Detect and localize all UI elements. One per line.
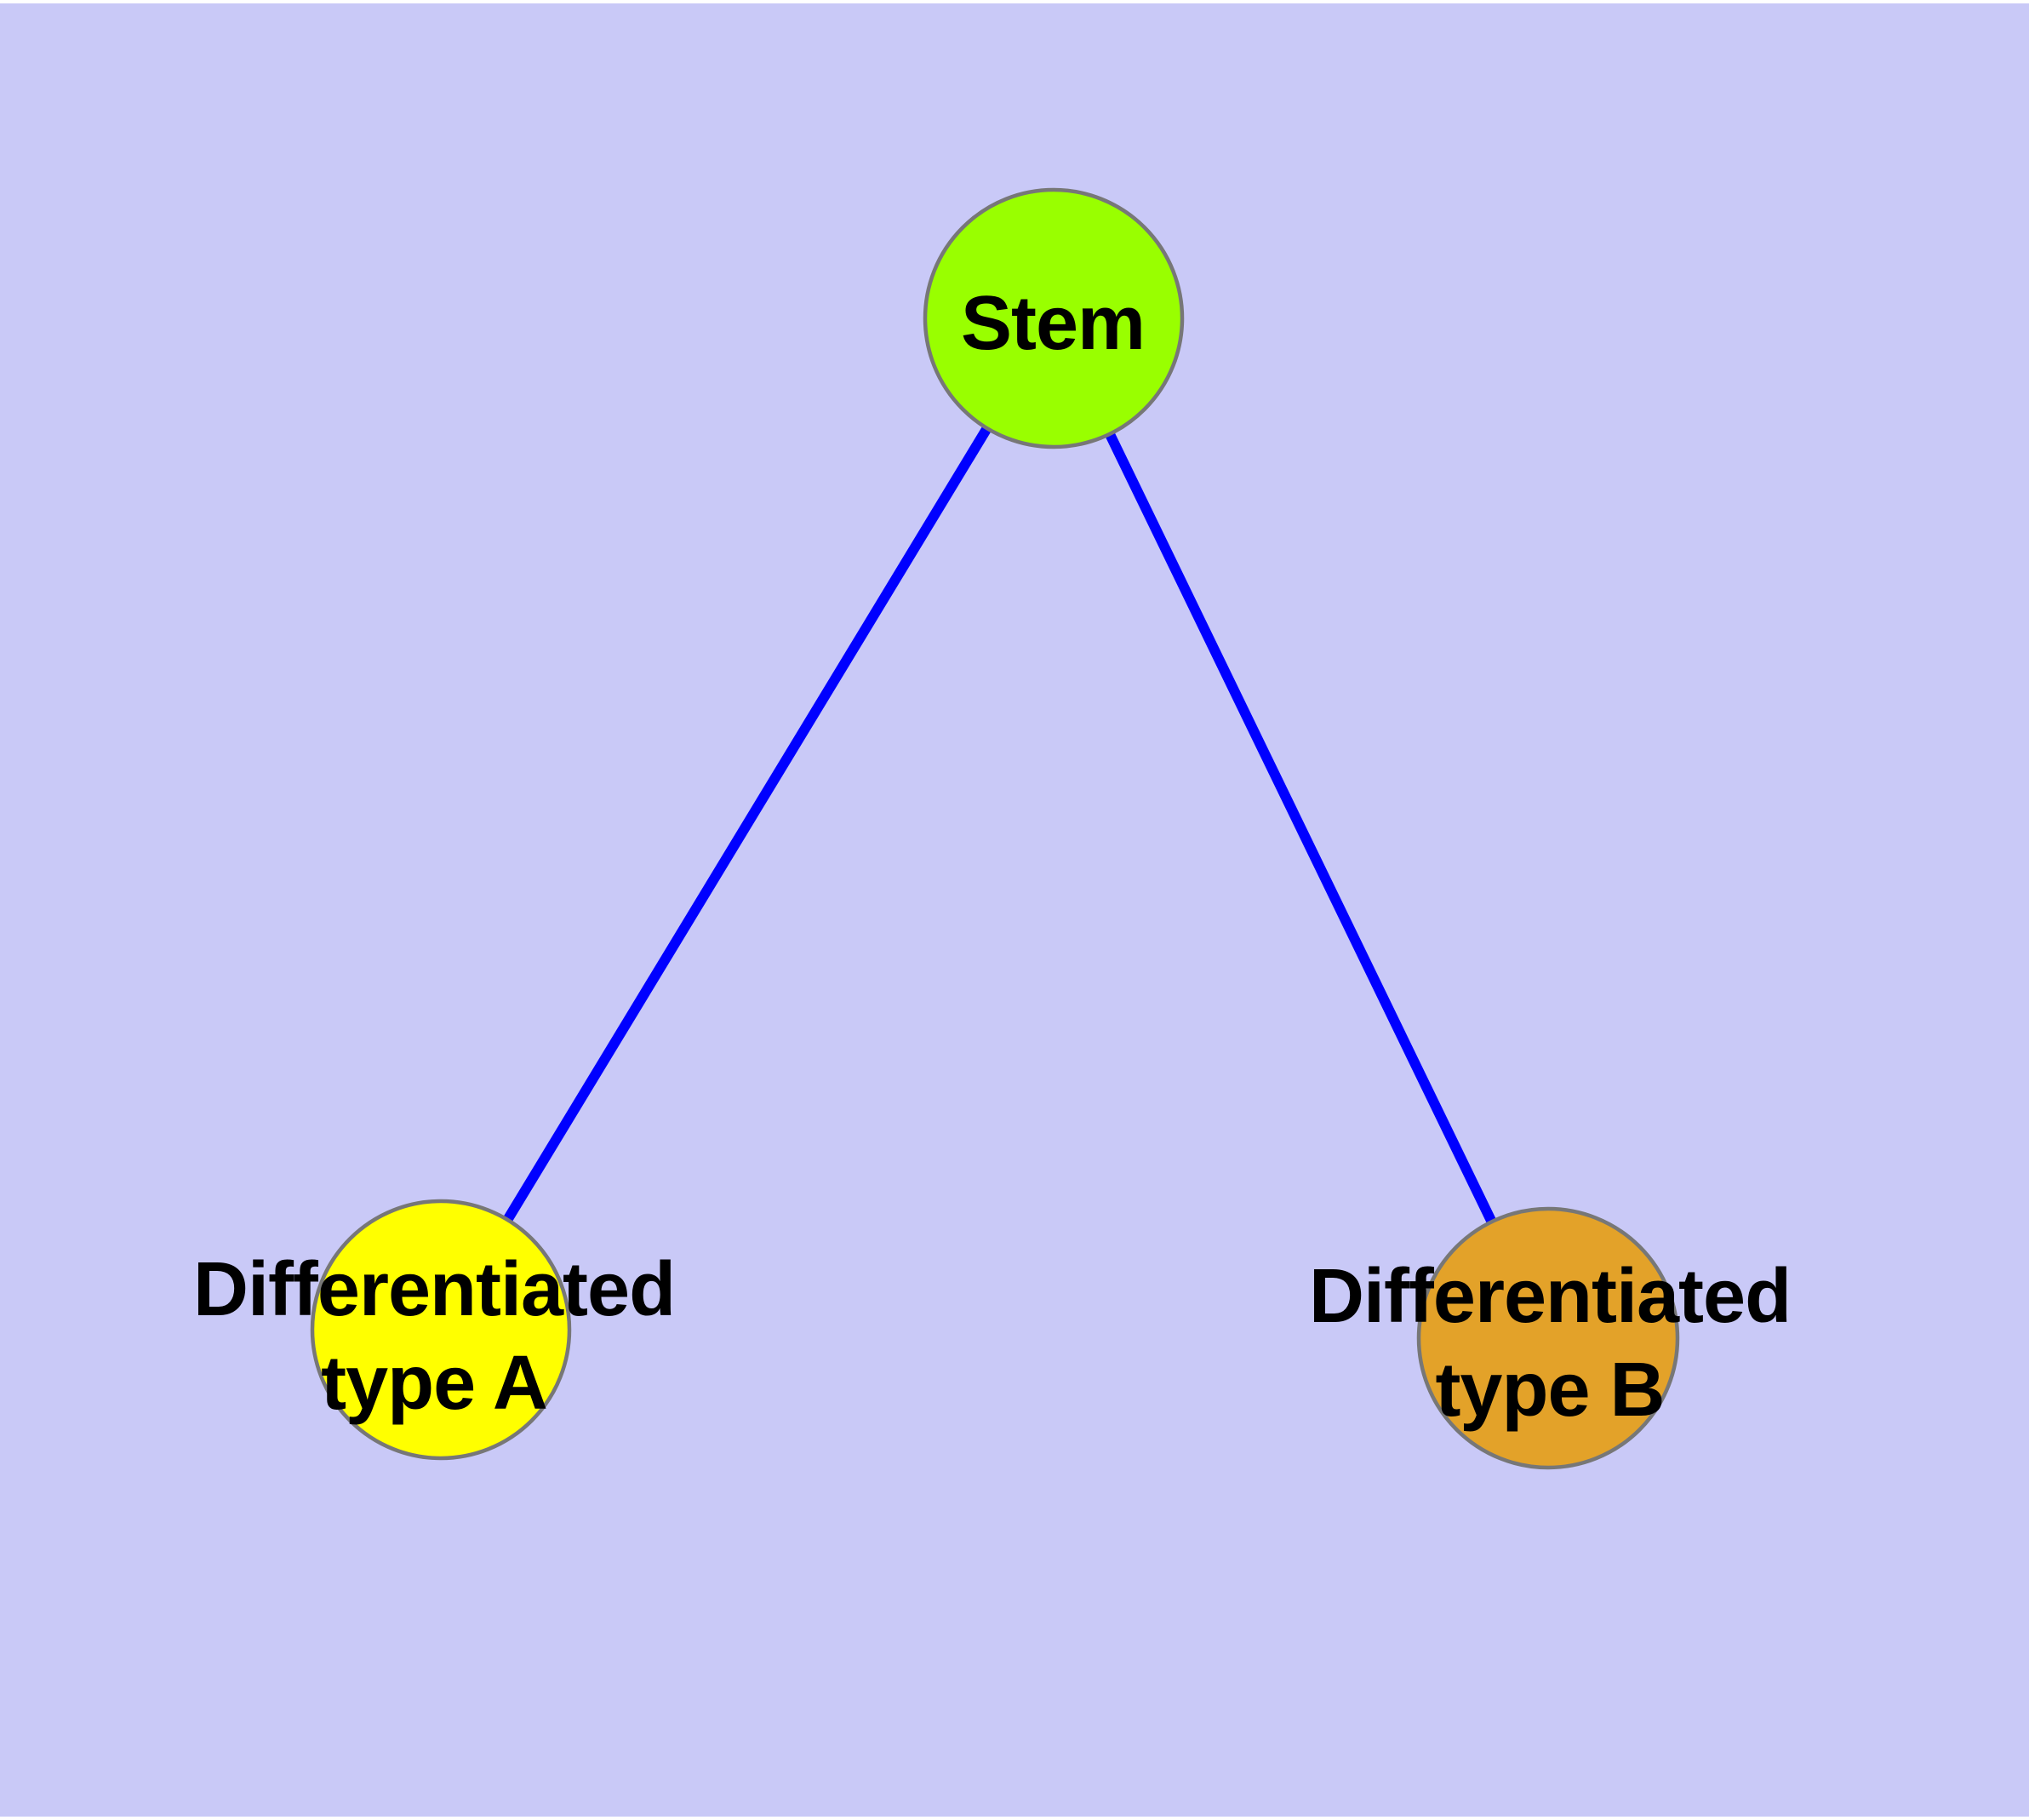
type-a-node-circle (310, 1199, 572, 1461)
type-b-node-circle (1416, 1206, 1680, 1470)
edge-stem-to-type-a (436, 315, 1059, 1333)
type-a-node-label-line2: type A (321, 1341, 548, 1426)
edge-stem-to-type-b (1049, 316, 1553, 1341)
type-b-node-label-line1: Differentiated (1308, 1254, 1792, 1339)
stem-node-label: Stem (960, 277, 1146, 370)
type-a-node-label-line1: Differentiated (192, 1247, 676, 1332)
type-a-node-label: Differentiated type A (192, 1243, 676, 1430)
stem-node-label-text: Stem (960, 281, 1146, 366)
type-b-node-label-line2: type B (1435, 1348, 1665, 1433)
stem-node-circle (923, 187, 1185, 449)
type-b-node-label: Differentiated type B (1308, 1250, 1792, 1437)
